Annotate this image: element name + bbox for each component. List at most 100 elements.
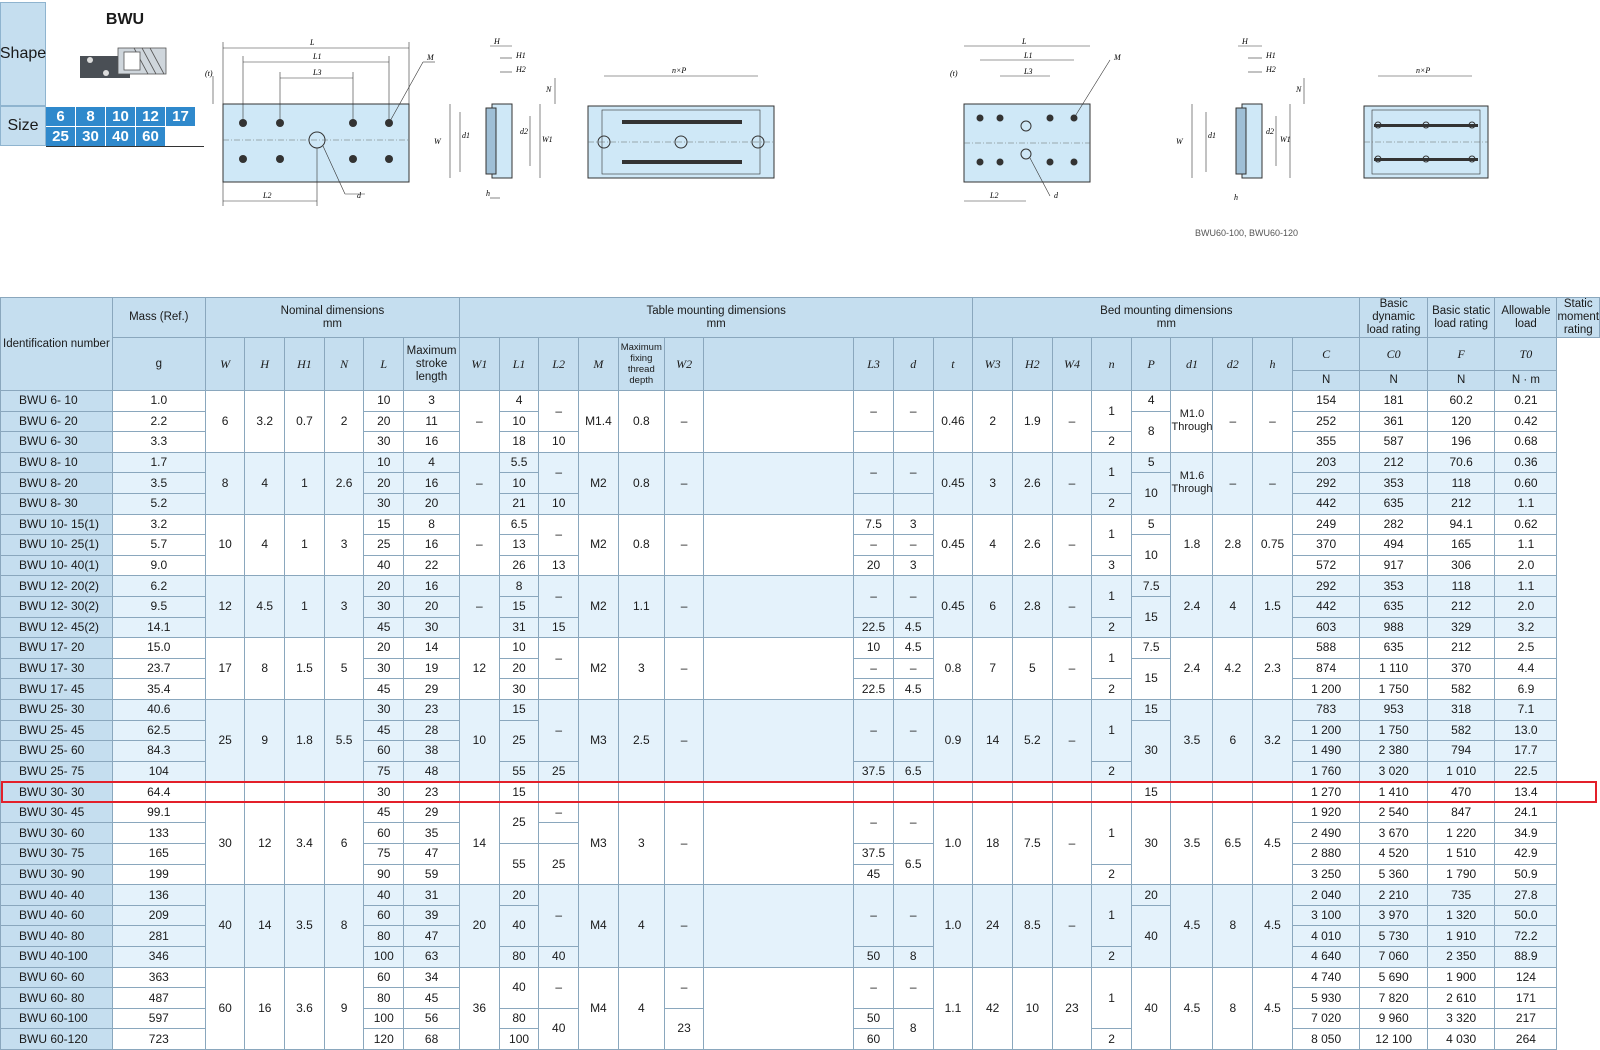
cell-d2: 8	[1212, 966, 1254, 1050]
cell-f: 1 900	[1426, 966, 1496, 989]
cell-l1: 10	[498, 472, 540, 494]
cell-stroke: 23	[403, 698, 461, 721]
cell-f: 306	[1426, 554, 1496, 577]
cell-t0: 17.7	[1494, 740, 1558, 762]
cell-id: BWU 60- 80	[0, 987, 113, 1009]
cell-n: 1	[1091, 451, 1132, 494]
cell-d: 6.5	[892, 760, 934, 783]
cell-h1: 0.7	[284, 390, 325, 453]
cell-c0: 181	[1359, 390, 1428, 412]
cell-l1: 25	[498, 801, 540, 845]
cell-depth: 3	[617, 637, 665, 700]
cell-w3: 4	[972, 513, 1013, 577]
cell-f: 582	[1426, 678, 1496, 700]
header-mass: Mass (Ref.)	[111, 297, 206, 338]
cell-t0: 0.62	[1494, 513, 1558, 536]
cell-d: –	[892, 657, 934, 680]
cell-stroke: 30	[403, 616, 461, 639]
cell-l1: 15	[498, 698, 540, 721]
cell-n: 9	[323, 966, 365, 1050]
header-basic-static-load: Basic static load rating	[1426, 297, 1496, 338]
header-W4: W4	[1051, 337, 1093, 391]
cell-l: 120	[363, 1028, 405, 1050]
cell-f: 582	[1426, 719, 1496, 742]
cell-c: 874	[1291, 657, 1361, 680]
cell-mass: 84.3	[111, 740, 206, 762]
cell-l: 20	[363, 410, 405, 433]
label-H: H	[493, 38, 501, 46]
cell-h: 4	[244, 451, 286, 515]
cell-p: 4	[1130, 390, 1172, 412]
cell-p: 30	[1130, 719, 1172, 783]
bed-mount-title: Bed mounting dimensions	[1100, 304, 1233, 317]
label-L: L	[1021, 37, 1027, 46]
cell-m: M1.4	[578, 390, 619, 453]
cell-t0: 6.9	[1494, 678, 1558, 700]
label-d2: d2	[1266, 127, 1274, 136]
label-L1: L1	[1023, 51, 1032, 60]
cell-w3: 24	[972, 884, 1013, 968]
cell-m: M3	[578, 801, 619, 886]
cell-id: BWU 6- 20	[0, 410, 113, 433]
cell-p: 40	[1130, 966, 1172, 1050]
cell-w4: –	[1051, 575, 1093, 639]
cell-f: 1 510	[1426, 843, 1496, 865]
cell-c: 8 050	[1291, 1028, 1361, 1050]
cell-id: BWU 25- 30	[0, 698, 113, 721]
cell-h1: 1	[284, 575, 325, 639]
label-H: H	[1241, 38, 1249, 46]
cell-p: 20	[1130, 884, 1172, 906]
cell-mass: 1.7	[111, 451, 206, 474]
cell-c: 588	[1291, 637, 1361, 659]
cell-l: 10	[363, 451, 405, 474]
cell-stroke: 31	[403, 884, 461, 906]
cell-h2: 5	[1012, 637, 1053, 700]
cell-d1: M1.0 Through	[1170, 390, 1214, 453]
cell-id: BWU 17- 45	[0, 678, 113, 700]
cell-stroke: 16	[403, 534, 461, 556]
cell-c: 603	[1291, 616, 1361, 639]
header-L3: L3	[853, 337, 894, 391]
cell-t0: 34.9	[1494, 822, 1558, 845]
cell-h1	[284, 781, 325, 803]
cell-blank	[703, 637, 855, 700]
cell-mass: 281	[111, 925, 206, 948]
cell-c0: 4 520	[1359, 843, 1428, 865]
cell-l: 60	[363, 822, 405, 845]
cell-t0: 1.1	[1494, 534, 1558, 556]
size-6: 6	[46, 107, 76, 126]
cell-mass: 35.4	[111, 678, 206, 700]
cell-l2: 10	[538, 431, 579, 453]
cell-l: 25	[363, 534, 405, 556]
label-d2: d2	[520, 127, 528, 136]
cell-d1: 2.4	[1170, 575, 1214, 639]
cell-stroke: 16	[403, 575, 461, 597]
cell-w: 25	[204, 698, 246, 783]
cell-mass: 209	[111, 904, 206, 927]
cell-m: M3	[578, 698, 619, 783]
cell-t0: 7.1	[1494, 698, 1558, 721]
cell-f: 1 320	[1426, 904, 1496, 927]
cell-w1: 36	[459, 966, 500, 1050]
cell-h: 4.5	[1252, 966, 1293, 1050]
size-25: 25	[46, 127, 76, 146]
cell-mass: 363	[111, 966, 206, 989]
cell-l: 60	[363, 904, 405, 927]
cell-id: BWU 8- 20	[0, 472, 113, 494]
cell-id: BWU 10- 15(1)	[0, 513, 113, 536]
cell-c: 572	[1291, 554, 1361, 577]
cell-w2: –	[663, 801, 705, 886]
cell-stroke: 39	[403, 904, 461, 927]
cell-c: 783	[1291, 698, 1361, 721]
cell-stroke: 59	[403, 863, 461, 886]
cell-l: 45	[363, 616, 405, 639]
header-L: L	[363, 337, 405, 391]
cell-h: –	[1252, 390, 1293, 453]
cell-c: 292	[1291, 472, 1361, 494]
